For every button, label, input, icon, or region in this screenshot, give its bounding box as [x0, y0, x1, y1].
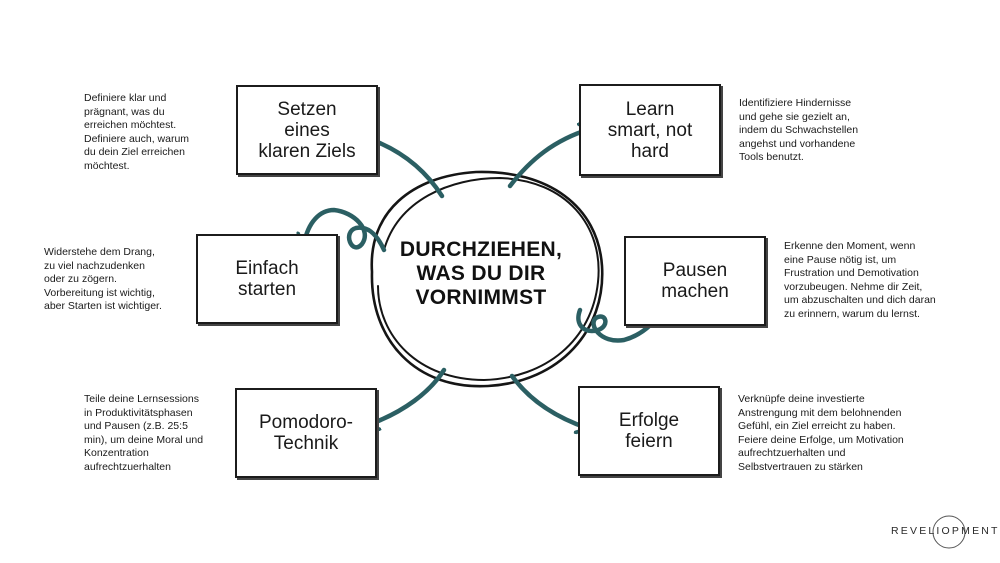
- node-description-learn: Identifiziere Hindernisse und gehe sie g…: [739, 97, 859, 163]
- node-box-learn[interactable]: Learn smart, not hard: [579, 84, 721, 176]
- node-description-ziel: Definiere klar und prägnant, was du erre…: [84, 92, 190, 172]
- arrow-to-pausen: [576, 304, 667, 343]
- logo-ring-icon: [932, 515, 966, 549]
- node-box-starten[interactable]: Einfach starten: [196, 234, 338, 324]
- center-title: DURCHZIEHEN, WAS DU DIR VORNIMMST: [399, 238, 563, 309]
- logo-text: REVELIOPMENT: [891, 525, 1000, 537]
- node-description-erfolge: Verknüpfe deine investierte Anstrengung …: [738, 393, 904, 473]
- node-box-pomodoro[interactable]: Pomodoro- Technik: [235, 388, 377, 478]
- node-description-pomodoro: Teile deine Lernsessions in Produktivitä…: [84, 393, 204, 473]
- center-circle: [370, 170, 604, 388]
- node-description-starten: Widerstehe dem Drang, zu viel nachzudenk…: [44, 246, 162, 312]
- node-box-pausen[interactable]: Pausen machen: [624, 236, 766, 326]
- arrow-to-pomodoro: [368, 367, 447, 425]
- arrow-to-learn: [507, 129, 590, 189]
- node-box-ziel[interactable]: Setzen eines klaren Ziels: [236, 85, 378, 175]
- arrow-to-erfolge: [509, 373, 587, 428]
- node-box-erfolge[interactable]: Erfolge feiern: [578, 386, 720, 476]
- node-description-pausen: Erkenne den Moment, wenn eine Pause nöti…: [784, 240, 936, 320]
- arrow-to-starten: [304, 207, 387, 253]
- brand-logo: REVELIOPMENT: [891, 514, 1000, 550]
